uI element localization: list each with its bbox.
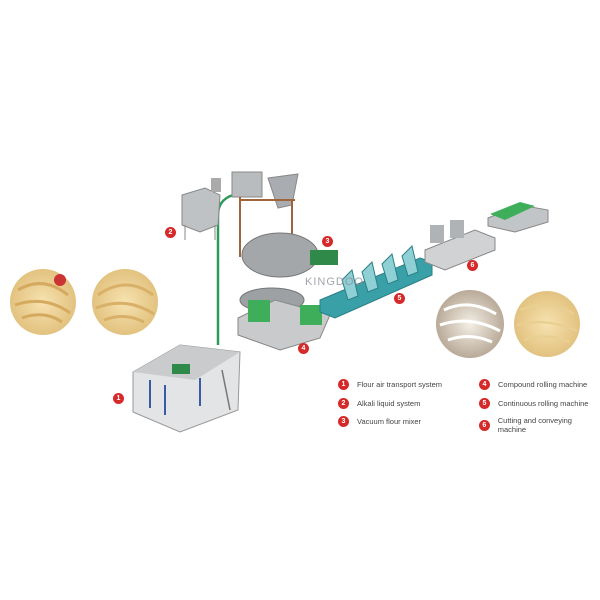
legend-item-5: 5 Continuous rolling machine — [479, 398, 588, 409]
legend-badge: 5 — [479, 398, 490, 409]
legend-label: Alkali liquid system — [357, 399, 421, 408]
callout-2: 2 — [165, 227, 176, 238]
legend-item-3: 3 Vacuum flour mixer — [338, 416, 421, 427]
legend-badge: 6 — [479, 419, 490, 431]
callout-5: 5 — [394, 293, 405, 304]
noodle-photo-1 — [10, 269, 76, 335]
legend-item-4: 4 Compound rolling machine — [479, 379, 587, 390]
callout-1: 1 — [113, 393, 124, 404]
callout-3: 3 — [322, 236, 333, 247]
vacuum-flour-mixer — [231, 171, 338, 313]
legend-label: Cutting and conveying machine — [497, 416, 572, 434]
noodle-photo-3 — [436, 290, 504, 358]
callout-4: 4 — [298, 343, 309, 354]
callout-6: 6 — [467, 260, 478, 271]
legend-label: Continuous rolling machine — [498, 399, 589, 408]
legend-label: Flour air transport system — [357, 380, 443, 389]
flour-tank — [132, 344, 241, 433]
compound-rolling-machine — [237, 299, 331, 351]
legend-item-1: 1 Flour air transport system — [338, 379, 442, 390]
alkali-liquid-tank — [181, 178, 221, 240]
kingdoo-watermark: KINGDOO — [305, 276, 364, 288]
legend-item-6: 6 Cutting and conveying machine — [479, 416, 600, 434]
legend-item-2: 2 Alkali liquid system — [338, 398, 420, 409]
legend-badge: 3 — [338, 416, 349, 427]
continuous-rolling-machine — [319, 245, 433, 319]
noodle-photo-4 — [514, 291, 580, 357]
cutting-and-conveying-machine — [424, 202, 549, 271]
legend-badge: 2 — [338, 398, 349, 409]
legend-badge: 1 — [338, 379, 349, 390]
legend-badge: 4 — [479, 379, 490, 390]
legend-label: Compound rolling machine — [498, 380, 588, 389]
legend-label: Vacuum flour mixer — [357, 417, 422, 426]
noodle-photo-2 — [92, 269, 158, 335]
